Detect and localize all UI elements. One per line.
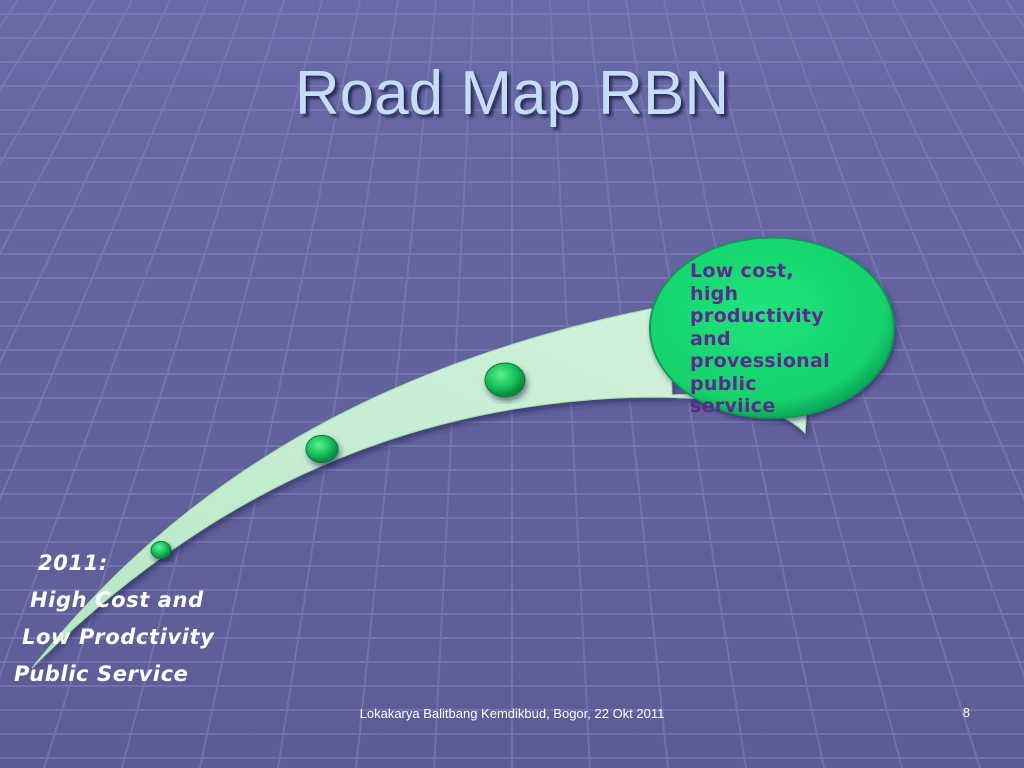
page-number: 8	[962, 705, 970, 720]
goal-label-line: serviice	[690, 395, 776, 417]
start-label-line: 2011:	[38, 551, 108, 575]
milestone-node	[305, 434, 339, 464]
goal-label-line: provessional	[690, 350, 830, 372]
goal-label-line: public	[690, 372, 757, 395]
goal-label-line: high	[690, 282, 739, 305]
goal-label-line: and	[690, 327, 731, 350]
milestone-node	[150, 541, 172, 559]
slide-title: Road Map RBN	[294, 59, 730, 128]
start-label: 2011: High Cost and Low Prodctivity Publ…	[14, 545, 274, 693]
goal-label-line: productivity	[690, 305, 824, 327]
start-label-line: Public Service	[14, 662, 189, 686]
milestone-node	[484, 362, 526, 398]
goal-label-line: Low cost,	[690, 260, 794, 282]
start-label-line: Low Prodctivity	[22, 625, 215, 649]
milestone-group	[150, 362, 526, 559]
start-label-line: High Cost and	[30, 588, 204, 612]
slide-footer: Lokakarya Balitbang Kemdikbud, Bogor, 22…	[359, 706, 665, 721]
goal-circle	[649, 236, 895, 420]
goal-label: Low cost, high productivity and provessi…	[690, 260, 890, 418]
